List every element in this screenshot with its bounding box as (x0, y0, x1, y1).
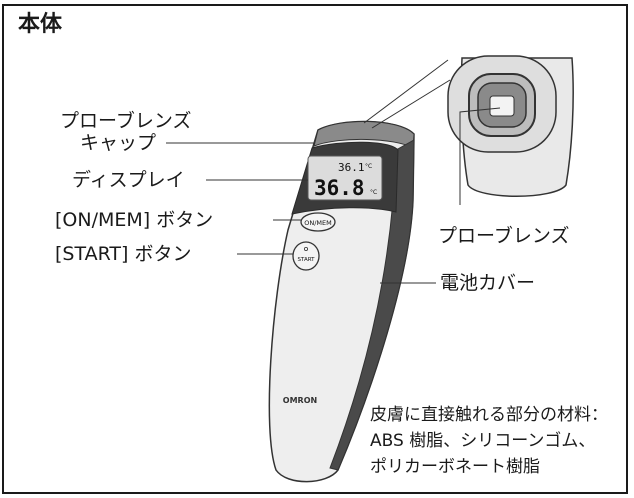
screen-large-reading: 36.8 (314, 176, 365, 200)
inset-projection-line-right (371, 79, 451, 129)
battery-cover-panel (329, 139, 415, 471)
on-mem-button-label: ON/MEM (304, 219, 332, 227)
materials-line-3: ポリカーボネート樹脂 (370, 457, 540, 477)
screen-small-unit: °C (365, 163, 372, 170)
label-battery-cover: 電池カバー (440, 272, 536, 294)
on-mem-button[interactable] (300, 212, 336, 232)
start-button-label: START (298, 257, 316, 263)
start-button[interactable] (292, 241, 320, 271)
start-button-indicator (303, 246, 308, 251)
page-title: 本体 (18, 12, 63, 37)
label-start-button: [START] ボタン (55, 243, 192, 265)
materials-line-1: 皮膚に直接触れる部分の材料： (370, 405, 608, 425)
screen-large-unit: °C (370, 189, 377, 196)
brand-logo: OMRON (283, 396, 317, 405)
inset-projection-line-left (363, 59, 449, 124)
leader-probe-lens (459, 107, 501, 205)
diagram-frame (2, 4, 628, 494)
inset-probe-lens (489, 95, 515, 117)
label-probe-lens: プローブレンズ (438, 225, 570, 247)
label-display: ディスプレイ (72, 169, 185, 191)
materials-line-2: ABS 樹脂、シリコーンゴム、 (370, 431, 596, 451)
label-on-mem-button: [ON/MEM] ボタン (55, 209, 214, 231)
label-probe-cap-line2: キャップ (80, 132, 157, 154)
label-probe-cap-line1: プローブレンズ (60, 110, 192, 132)
screen-small-reading: 36.1 (338, 161, 365, 174)
lcd-screen (307, 155, 383, 201)
